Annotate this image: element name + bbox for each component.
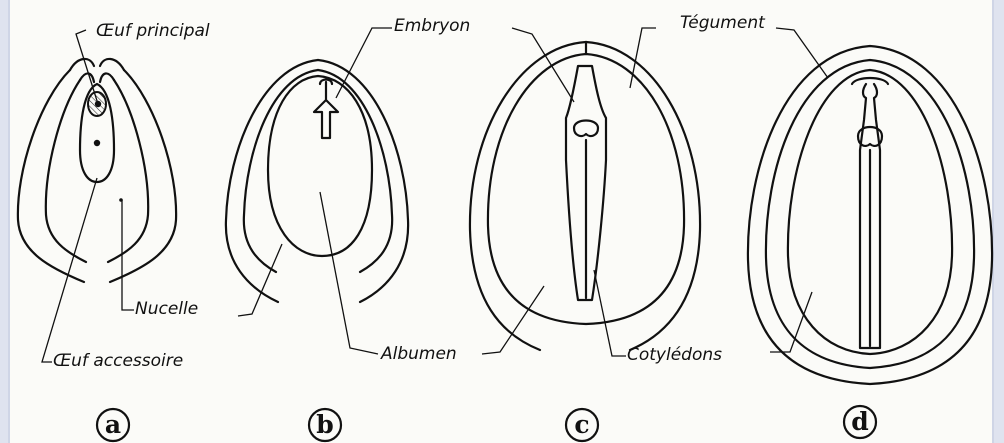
label-embryon: Embryon — [394, 16, 470, 36]
stage-b-marker: b — [309, 409, 341, 441]
label-cotyledons: Cotylédons — [627, 345, 722, 365]
stage-d-marker: d — [844, 406, 876, 438]
label-albumen: Albumen — [380, 344, 457, 364]
label-nucelle: Nucelle — [135, 299, 198, 319]
stage-a-marker: a — [97, 409, 129, 441]
label-tegument: Tégument — [680, 13, 766, 33]
stage-d-letter: d — [851, 407, 868, 436]
stage-b-young-seed — [226, 28, 408, 354]
label-oeuf-accessoire: Œuf accessoire — [53, 351, 183, 371]
label-oeuf-principal: Œuf principal — [96, 21, 210, 41]
stage-b-letter: b — [316, 410, 333, 439]
stage-c-developing-seed — [470, 28, 700, 356]
stage-c-letter: c — [574, 410, 589, 439]
stage-c-marker: c — [566, 409, 598, 441]
stage-a-letter: a — [105, 410, 121, 439]
